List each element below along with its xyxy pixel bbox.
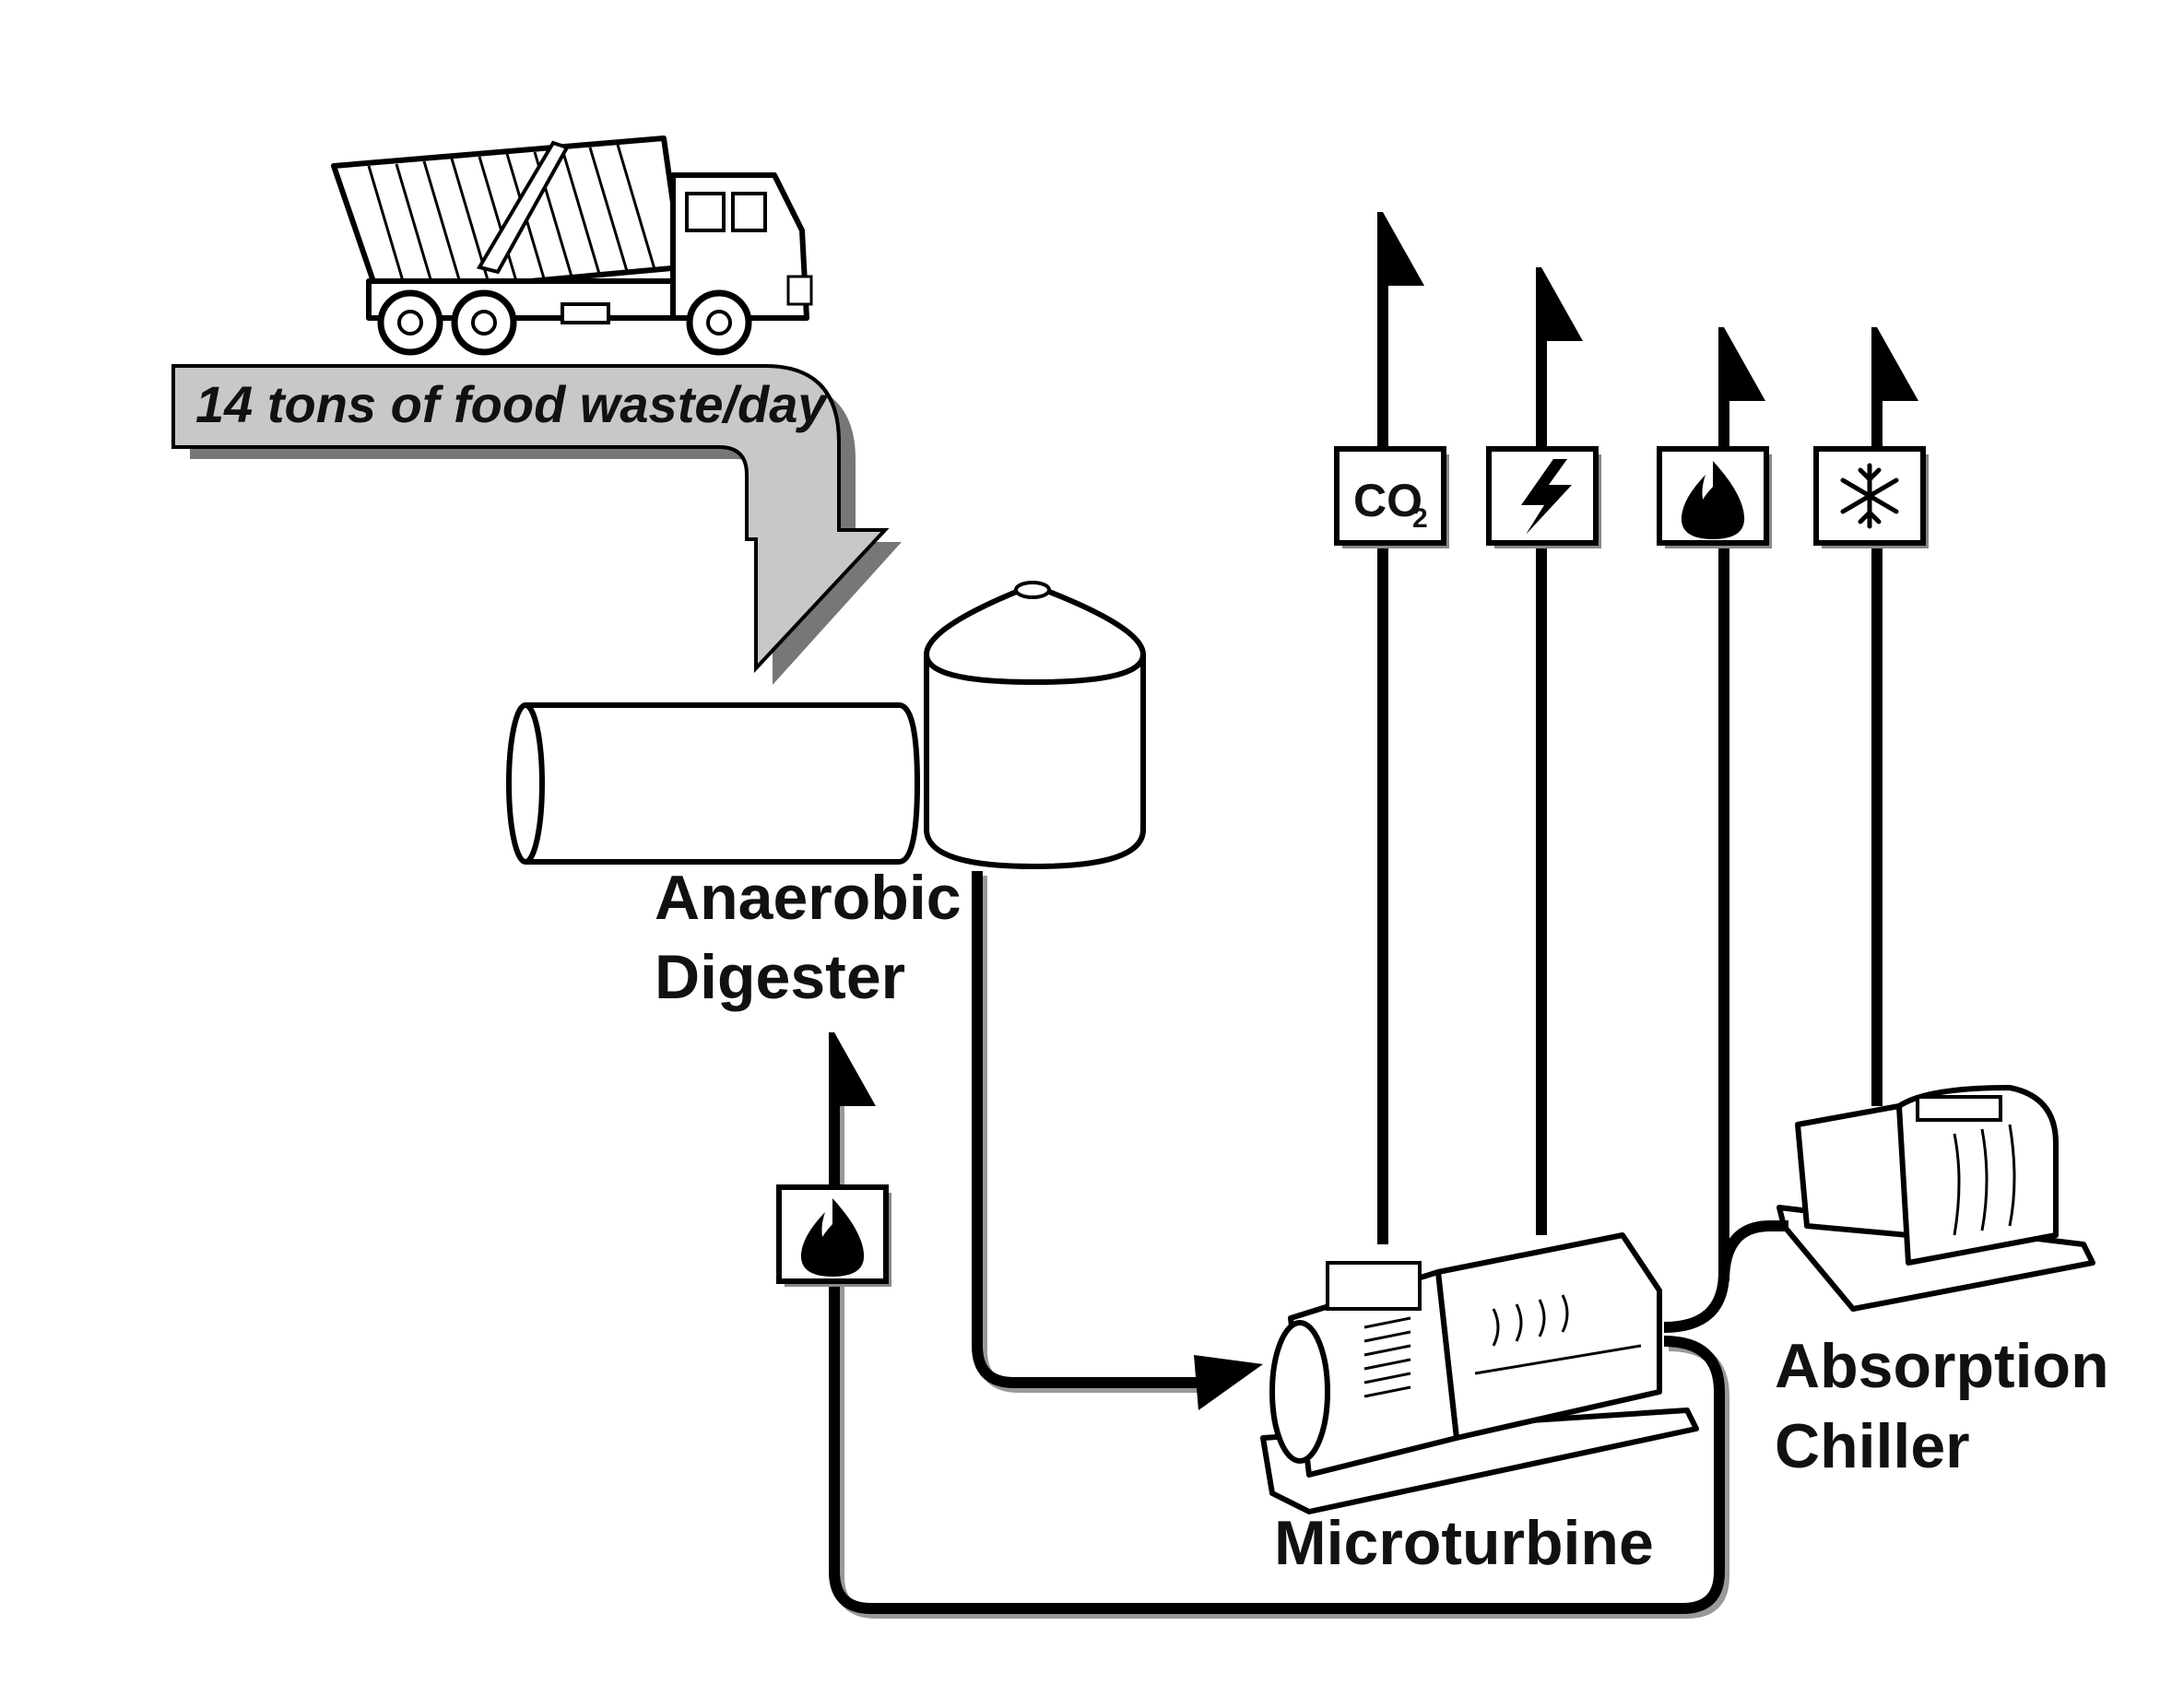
lightning-bolt-icon <box>1521 459 1572 535</box>
food-waste-label: 14 tons of food waste/day <box>195 375 829 433</box>
electricity-output-line <box>1536 267 1583 1235</box>
heat-output-box <box>1657 446 1772 548</box>
garbage-truck-icon <box>331 135 813 356</box>
co2-output-box: CO 2 <box>1334 446 1449 548</box>
digester-label-line1: Anaerobic <box>655 863 962 933</box>
biogas-pipe <box>972 871 1263 1410</box>
chiller-label-line1: Absorption <box>1775 1331 2109 1401</box>
heat-return-loop <box>829 1032 1729 1619</box>
absorption-chiller-icon <box>1776 1085 2095 1312</box>
heat-return-box <box>776 1184 891 1287</box>
chiller-feed-pipe <box>1718 1220 1788 1282</box>
microturbine-label: Microturbine <box>1274 1508 1654 1578</box>
electricity-output-box <box>1486 446 1601 548</box>
food-waste-input-arrow <box>171 364 902 685</box>
cooling-output-line <box>1871 327 1918 1106</box>
flame-icon <box>1681 461 1745 539</box>
chiller-label-line2: Chiller <box>1775 1411 1970 1481</box>
cooling-output-box <box>1813 446 1929 548</box>
microturbine-icon <box>1260 1232 1699 1514</box>
flame-icon <box>800 1198 865 1277</box>
anaerobic-digester-icon <box>506 581 1146 869</box>
co2-output-line <box>1377 212 1424 1244</box>
digester-label-line2: Digester <box>655 942 905 1012</box>
co2-subscript: 2 <box>1412 503 1428 534</box>
co2-icon: CO <box>1353 475 1422 526</box>
snowflake-icon <box>1840 463 1899 529</box>
